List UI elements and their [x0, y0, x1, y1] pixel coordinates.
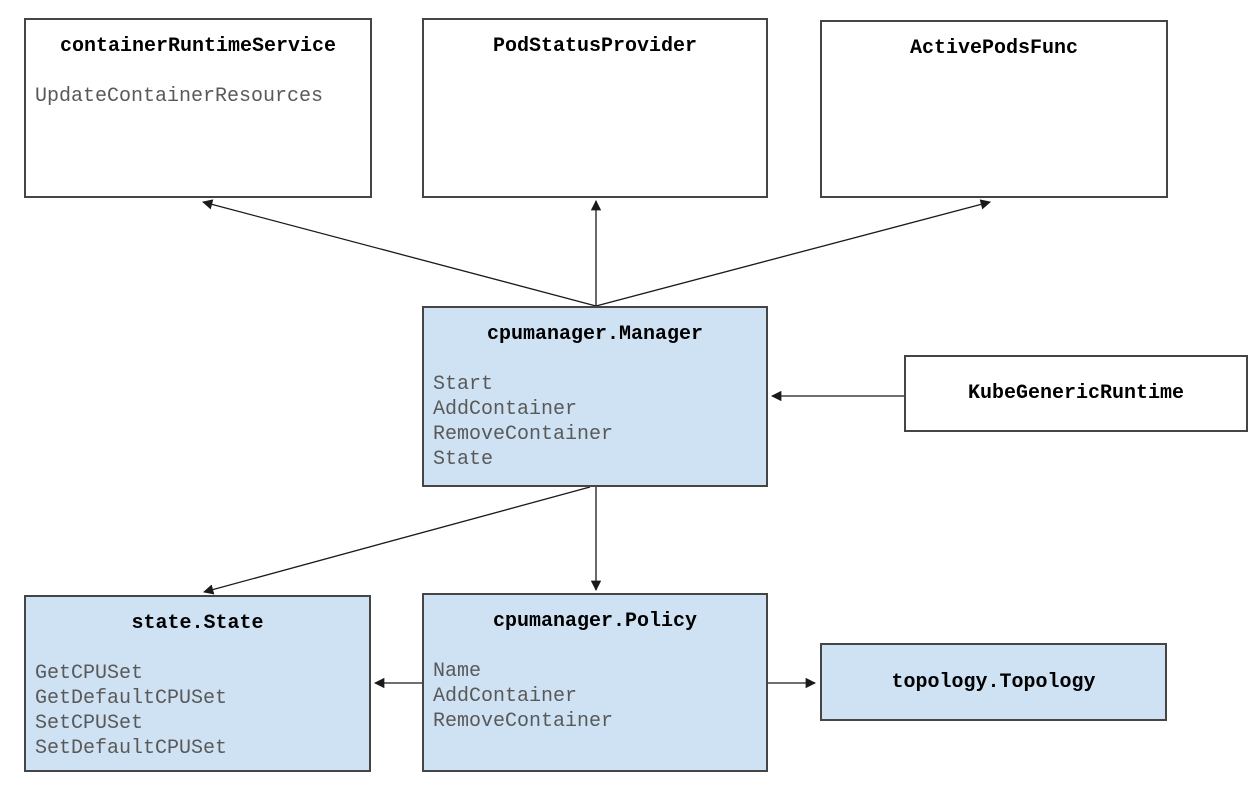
node-method: SetCPUSet	[35, 712, 144, 735]
node-active-pods-func: ActivePodsFunc	[820, 20, 1168, 198]
node-methods: Start AddContainer RemoveContainer State	[424, 372, 766, 472]
node-title: cpumanager.Manager	[486, 323, 704, 346]
node-title: containerRuntimeService	[59, 35, 337, 58]
edge-manager-to-active-pods-func	[595, 199, 992, 307]
node-methods: GetCPUSet GetDefaultCPUSet SetCPUSet Set…	[26, 661, 369, 761]
node-method: RemoveContainer	[433, 423, 614, 446]
node-method: RemoveContainer	[433, 710, 614, 733]
node-title: ActivePodsFunc	[909, 37, 1079, 60]
node-title: state.State	[131, 612, 264, 635]
node-method: Start	[433, 373, 494, 396]
edge-manager-to-container-runtime-service	[201, 199, 597, 307]
node-method: State	[433, 448, 494, 471]
node-method: AddContainer	[433, 398, 578, 421]
node-method: SetDefaultCPUSet	[35, 737, 228, 760]
node-method: Name	[433, 660, 482, 683]
node-cpumanager-manager: cpumanager.Manager Start AddContainer Re…	[422, 306, 768, 487]
node-pod-status-provider: PodStatusProvider	[422, 18, 768, 198]
node-method: GetCPUSet	[35, 662, 144, 685]
node-title: topology.Topology	[891, 670, 1096, 694]
node-method: AddContainer	[433, 685, 578, 708]
node-state-state: state.State GetCPUSet GetDefaultCPUSet S…	[24, 595, 371, 772]
node-method: GetDefaultCPUSet	[35, 687, 228, 710]
node-title: cpumanager.Policy	[492, 610, 698, 633]
edge-manager-to-state-state	[202, 486, 591, 595]
node-methods: UpdateContainerResources	[26, 84, 370, 109]
node-methods: Name AddContainer RemoveContainer	[424, 659, 766, 734]
node-title: PodStatusProvider	[492, 35, 698, 58]
node-topology-topology: topology.Topology	[820, 643, 1167, 721]
node-kube-generic-runtime: KubeGenericRuntime	[904, 355, 1248, 432]
node-title: KubeGenericRuntime	[967, 382, 1185, 405]
node-method: UpdateContainerResources	[35, 85, 324, 108]
node-cpumanager-policy: cpumanager.Policy Name AddContainer Remo…	[422, 593, 768, 772]
node-container-runtime-service: containerRuntimeService UpdateContainerR…	[24, 18, 372, 198]
